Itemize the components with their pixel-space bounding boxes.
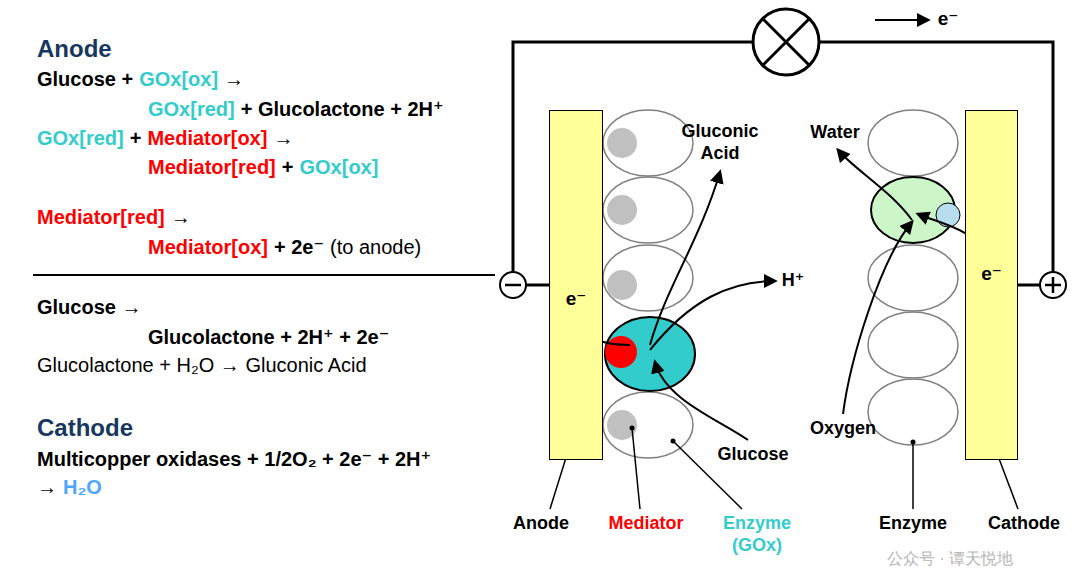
flow-arrow — [875, 19, 928, 21]
equation-term: + Glucolactone + 2H⁺ — [241, 97, 444, 121]
cathode-electrode: e⁻ — [965, 110, 1018, 460]
species-label: Water — [810, 122, 859, 144]
mediator-term: Mediator[ox] — [148, 236, 268, 259]
equation-line: Glucolactone + H₂O → Gluconic Acid — [37, 354, 367, 377]
equation-line: Mediator[red] +GOx[ox] — [148, 156, 378, 179]
lamp-symbol — [753, 9, 819, 75]
equation-term: Glucolactone + H₂O → Gluconic Acid — [37, 354, 367, 377]
equation-line: Mediator[ox] + 2e⁻ (to anode) — [148, 235, 421, 259]
enzyme-layer-anode — [603, 110, 693, 458]
electron-label: e⁻ — [938, 8, 959, 31]
part-label: Cathode — [988, 513, 1060, 535]
equation-term: + 2e⁻ — [274, 235, 324, 259]
watermark: 公众号 · 谭天悦地 — [887, 549, 1013, 568]
equation-term: Multicopper oxidases + 1/2O₂ + 2e⁻ + 2H⁺ — [37, 447, 431, 471]
gox-enzyme — [605, 317, 695, 391]
mediator-dots — [607, 128, 637, 440]
product-term: H₂O — [63, 476, 102, 499]
enzyme-term: GOx[ox] — [139, 68, 218, 91]
equation-term: Glucose + — [37, 68, 133, 91]
electron-label: e⁻ — [550, 287, 602, 310]
electron-label: e⁻ — [966, 262, 1017, 285]
equation-term: + — [282, 156, 294, 179]
leader-lines — [550, 428, 1018, 509]
species-label: Oxygen — [810, 418, 876, 440]
section-heading: Anode — [37, 35, 112, 63]
anode-electrode: e⁻ — [549, 110, 603, 460]
equation-line: Multicopper oxidases + 1/2O₂ + 2e⁻ + 2H⁺ — [37, 447, 431, 471]
separator-line — [33, 274, 495, 276]
species-label: Gluconic Acid — [670, 121, 770, 164]
positive-terminal — [1040, 272, 1066, 298]
reaction-arrows — [575, 150, 985, 440]
equation-line: Cathode — [37, 414, 133, 442]
equation-term: → — [224, 68, 244, 91]
species-label: H⁺ — [782, 270, 805, 292]
equation-line: Glucose + GOx[ox] → — [37, 68, 244, 91]
species-label: Glucose — [717, 444, 788, 466]
mediator-term: Mediator[red] — [37, 206, 165, 229]
part-label: Enzyme — [879, 513, 947, 535]
section-heading: Cathode — [37, 414, 133, 442]
equation-line: Glucose → — [37, 296, 141, 319]
equation-line: Anode — [37, 35, 112, 63]
enzyme-term: GOx[ox] — [299, 156, 378, 179]
negative-terminal — [500, 272, 526, 298]
mediator-term: Mediator[red] — [148, 156, 276, 179]
equation-term: + — [130, 127, 142, 150]
enzyme-term: GOx[red] — [148, 98, 235, 121]
equation-line: → H₂O — [37, 476, 102, 499]
equation-line: Glucolactone + 2H⁺ + 2e⁻ — [148, 325, 389, 349]
equation-term: → — [273, 127, 293, 150]
multicopper-oxidase — [871, 177, 960, 243]
equation-note: (to anode) — [330, 236, 421, 259]
equation-term: Glucose → — [37, 296, 141, 319]
mediator-term: Mediator[ox] — [147, 127, 267, 150]
part-label: Enzyme (GOx) — [712, 513, 802, 556]
equation-line: GOx[red] +Mediator[ox] → — [37, 127, 293, 150]
equation-line: GOx[red] + Glucolactone + 2H⁺ — [148, 97, 444, 121]
equation-line: Mediator[red] → — [37, 206, 191, 229]
equation-term: → — [171, 206, 191, 229]
equation-term: Glucolactone + 2H⁺ + 2e⁻ — [148, 325, 389, 349]
equation-term: → — [37, 476, 57, 499]
part-label: Anode — [513, 513, 569, 535]
enzyme-term: GOx[red] — [37, 127, 124, 150]
part-label: Mediator — [608, 513, 683, 535]
